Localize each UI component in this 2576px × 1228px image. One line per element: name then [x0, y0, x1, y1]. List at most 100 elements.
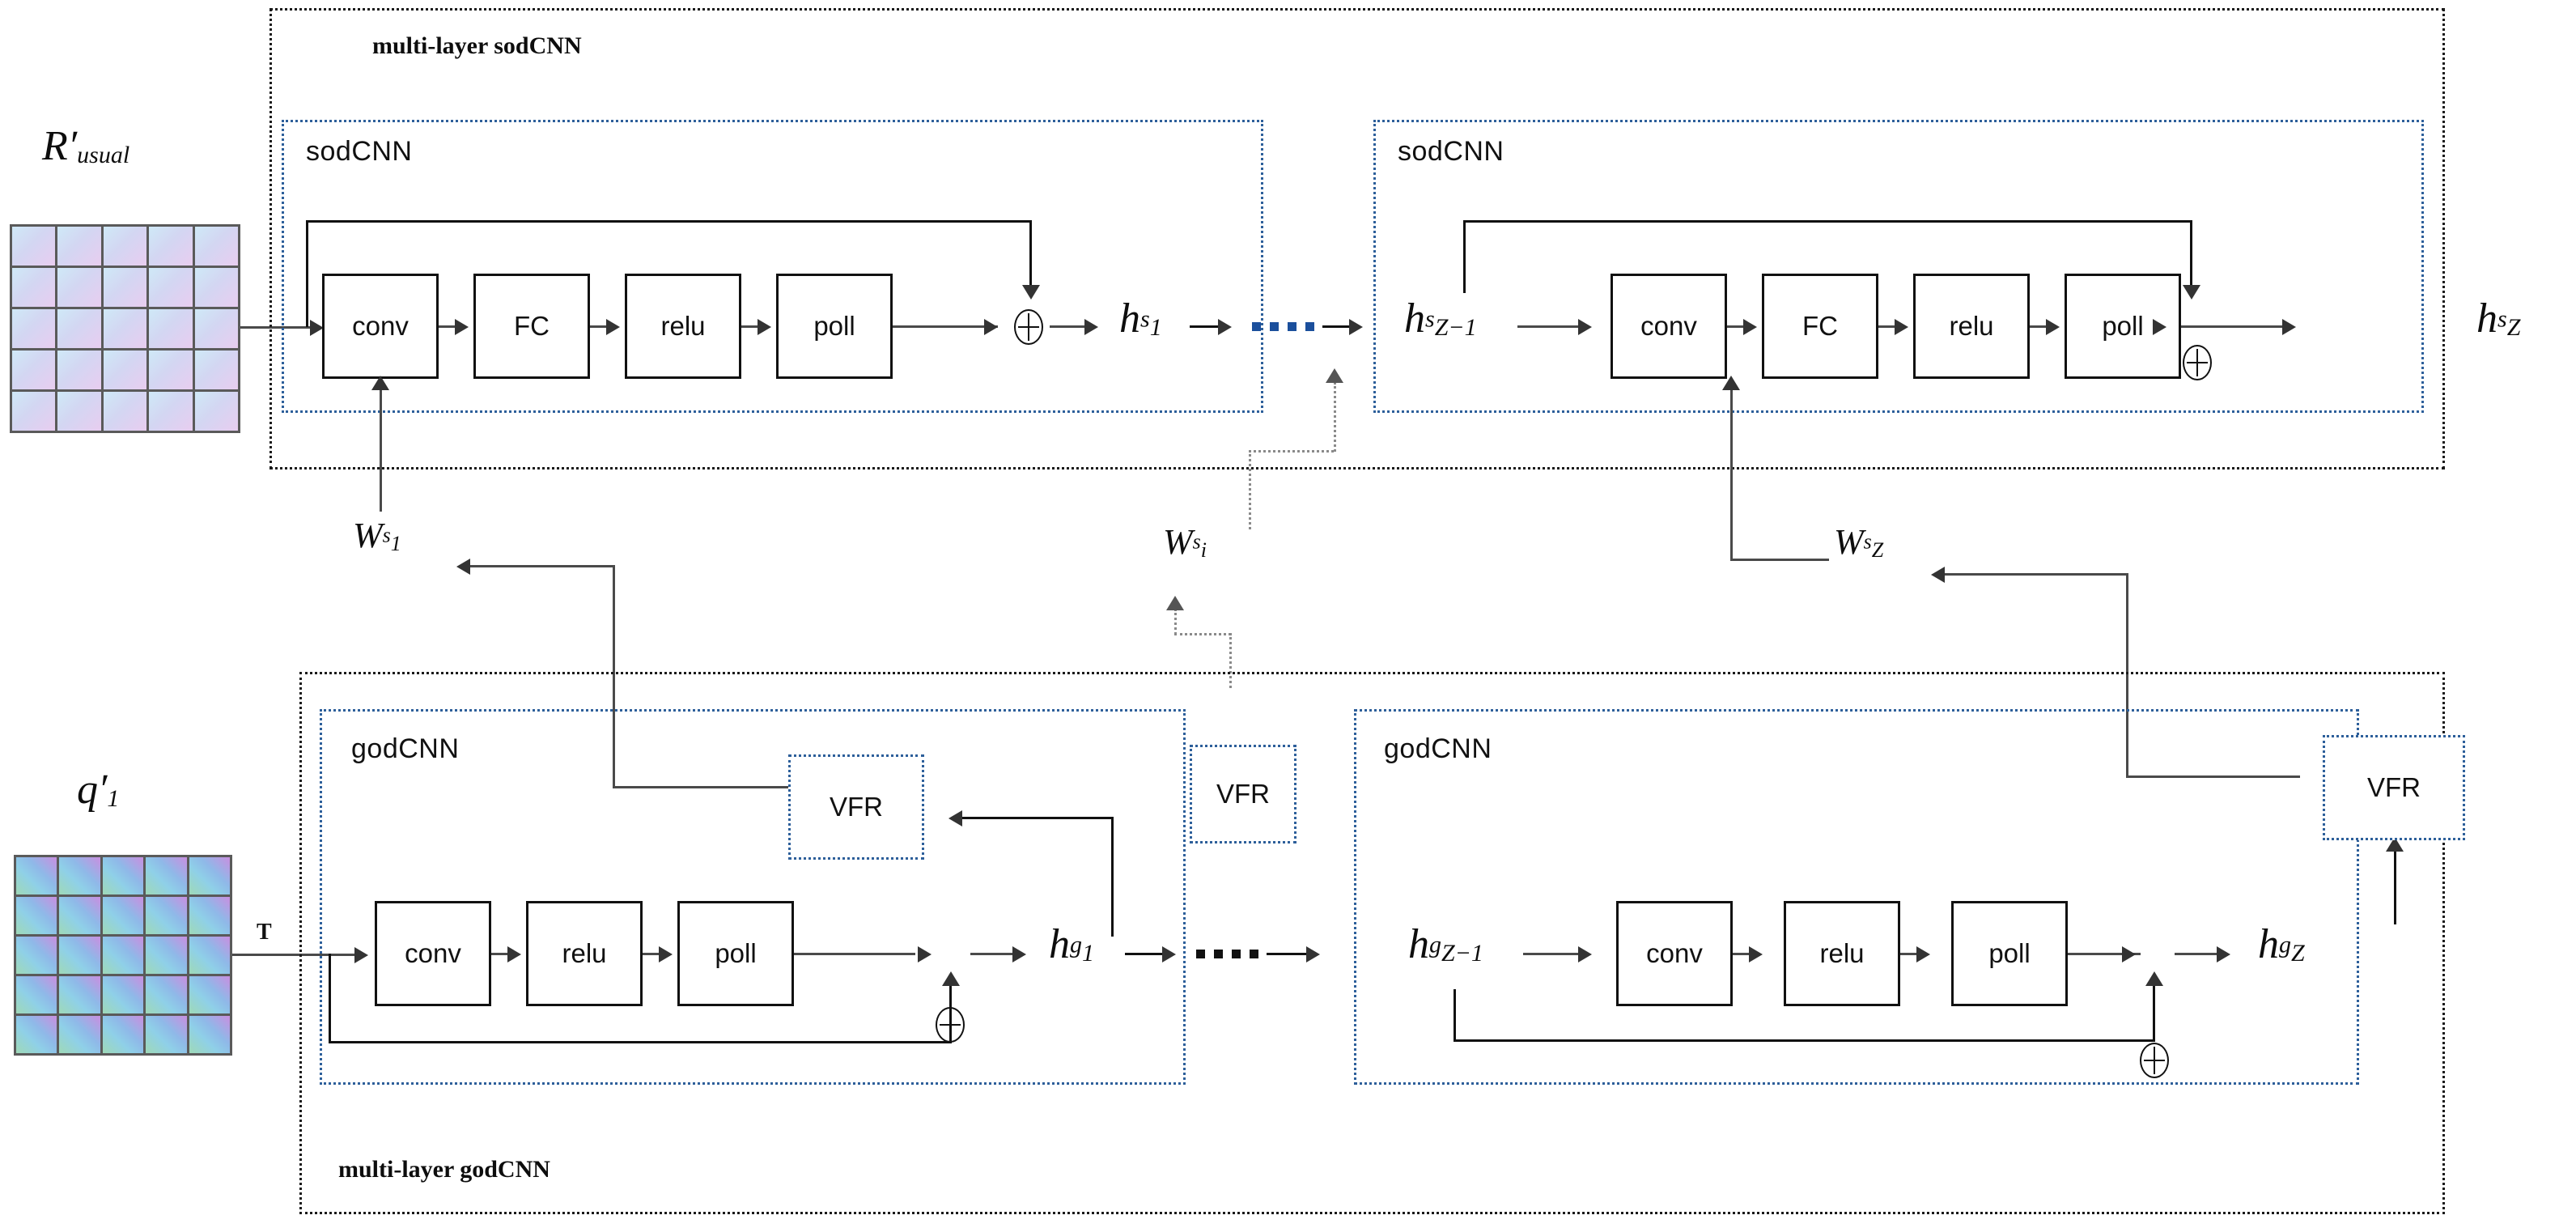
godcnn1-skip-left — [329, 954, 331, 1043]
top-input-symbol: R′usual — [42, 123, 130, 169]
sodcnn-block-z-label: sodCNN — [1398, 136, 1504, 167]
sodcnn-block-1-frame — [282, 120, 1263, 413]
vfr-box-1[interactable]: VFR — [788, 754, 924, 860]
sodcnn1-op-fc-label: FC — [514, 311, 550, 341]
godcnn-block-z-label: godCNN — [1384, 733, 1492, 764]
sodcnnz-output-state: hsZ — [2476, 295, 2521, 342]
sodcnnz-op-relu[interactable]: relu — [1913, 274, 2030, 379]
sodcnnz-op-fc[interactable]: FC — [1762, 274, 1878, 379]
top-edge-ellipsis-hz1 — [1322, 325, 1353, 328]
sodcnnz-edge-fc-relu — [1878, 325, 1898, 328]
godcnn1-edge-poll-sum — [794, 953, 915, 955]
godcnn1-output-state: hg1 — [1049, 921, 1094, 967]
godcnnz-edge-conv-relu — [1733, 953, 1752, 955]
vfrz-to-weightz-hline — [1942, 573, 2128, 576]
top-input-edge — [240, 326, 312, 329]
sodcnn1-arrow-poll-sum — [984, 319, 998, 335]
godcnnz-op-poll[interactable]: poll — [1951, 901, 2068, 1006]
sodcnnz-op-relu-label: relu — [1949, 311, 1994, 341]
multi-layer-sodcnn-label: multi-layer sodCNN — [372, 32, 582, 59]
bottom-input-edge — [232, 954, 359, 956]
sodcnnz-arrow-fc-relu — [1895, 319, 1908, 335]
godcnnz-arrow-relu-poll — [1916, 946, 1930, 962]
multi-layer-godcnn-frame — [299, 672, 2445, 1214]
godcnn1-edge-relu-poll — [643, 953, 662, 955]
godcnn1-op-poll[interactable]: poll — [677, 901, 794, 1006]
godcnn1-sum-oplus-icon — [936, 1007, 965, 1043]
weightz-to-conv-vline — [1730, 389, 1733, 560]
godcnnz-skip-arrowhead — [2145, 971, 2163, 986]
vfrz-to-weightz-arrowhead — [1931, 567, 1945, 583]
sodcnnz-edge-sum-out — [2218, 325, 2287, 328]
godcnn1-arrow-conv-relu — [507, 946, 521, 962]
sodcnnz-sum-oplus-icon — [2183, 345, 2212, 380]
sodcnn1-op-poll-label: poll — [813, 311, 855, 341]
godcnnz-op-relu[interactable]: relu — [1784, 901, 1900, 1006]
godcnn1-op-conv[interactable]: conv — [375, 901, 491, 1006]
godcnnz-skip-left — [1454, 989, 1456, 1041]
godcnn1-arrow-sum-out — [1012, 946, 1026, 962]
sodcnnz-skip-down — [2190, 220, 2192, 287]
vfr-box-z[interactable]: VFR — [2323, 735, 2465, 840]
weight1-to-conv-arrowhead — [371, 376, 389, 390]
sodcnn1-arrow-fc-relu — [606, 319, 620, 335]
weighti-up-vline2 — [1334, 382, 1336, 452]
weight-label-z: WsZ — [1834, 522, 1884, 563]
godcnnz-to-vfr-vline — [2394, 850, 2396, 924]
sodcnnz-skip-left — [1463, 220, 1466, 293]
sodcnn1-arrow-relu-poll — [758, 319, 771, 335]
top-input-arrowhead — [310, 320, 324, 336]
sodcnn1-op-poll[interactable]: poll — [776, 274, 893, 379]
sodcnn1-edge-conv-fc — [439, 325, 458, 328]
vfr-box-middle-label: VFR — [1216, 779, 1270, 809]
godcnnz-edge-relu-poll — [1900, 953, 1920, 955]
bottom-input-symbol: q′1 — [77, 767, 120, 813]
weight-label-i: Wsi — [1163, 522, 1207, 563]
godcnn1-to-vfr-arrowhead — [948, 810, 962, 826]
weightz-to-conv-hline — [1730, 559, 1829, 561]
godcnn1-arrow-relu-poll — [659, 946, 673, 962]
godcnnz-op-conv[interactable]: conv — [1616, 901, 1733, 1006]
godcnn1-skip-arrowhead — [942, 971, 960, 986]
bottom-edge-ellipsis-hz1 — [1267, 953, 1310, 955]
sodcnn1-edge-poll-sum — [893, 325, 998, 328]
top-arrow-h1-ellipsis — [1218, 319, 1232, 335]
multi-layer-sodcnn-frame — [269, 8, 2445, 470]
sodcnnz-op-conv[interactable]: conv — [1611, 274, 1727, 379]
godcnn1-op-conv-label: conv — [405, 938, 461, 968]
top-arrow-ellipsis-hz1 — [1349, 319, 1363, 335]
weighti-up-vline — [1249, 450, 1251, 529]
sodcnnz-arrow-poll-sum — [2153, 319, 2166, 335]
bottom-sequence-ellipsis — [1196, 950, 1258, 958]
godcnn1-edge-conv-relu — [491, 953, 511, 955]
godcnnz-input-state: hgZ−1 — [1408, 921, 1483, 967]
bottom-input-arrowhead — [354, 947, 368, 963]
godcnn1-op-relu[interactable]: relu — [526, 901, 643, 1006]
vfr-box-middle[interactable]: VFR — [1190, 745, 1296, 843]
sodcnn1-op-relu[interactable]: relu — [625, 274, 741, 379]
godcnnz-sum-oplus-icon — [2140, 1043, 2169, 1078]
godcnnz-skip-bottom — [1454, 1039, 2155, 1042]
sodcnnz-arrow-state-conv — [1578, 319, 1592, 335]
sodcnnz-arrow-relu-poll — [2046, 319, 2060, 335]
bottom-arrow-h1-ellipsis — [1162, 946, 1176, 962]
godcnn1-op-poll-label: poll — [715, 938, 757, 968]
sodcnn1-op-conv-label: conv — [352, 311, 409, 341]
vfrmid-to-weighti-vline — [1229, 633, 1232, 688]
godcnnz-arrow-conv-relu — [1749, 946, 1763, 962]
godcnnz-op-relu-label: relu — [1819, 938, 1865, 968]
sodcnn1-edge-fc-relu — [590, 325, 609, 328]
sodcnn1-op-conv[interactable]: conv — [322, 274, 439, 379]
sodcnn1-edge-relu-poll — [741, 325, 761, 328]
sodcnnz-edge-poll-sum — [2181, 325, 2223, 328]
vfrmid-to-weighti-hline — [1174, 633, 1231, 635]
multi-layer-godcnn-label: multi-layer godCNN — [338, 1156, 550, 1183]
sodcnn1-arrow-conv-fc — [455, 319, 469, 335]
top-edge-h1-ellipsis — [1190, 325, 1222, 328]
sodcnnz-skip-arrowhead — [2183, 285, 2200, 300]
vfrmid-to-weighti-vline2 — [1174, 609, 1177, 635]
sodcnn1-op-fc[interactable]: FC — [473, 274, 590, 379]
sodcnn1-arrow-sum-out — [1084, 319, 1098, 335]
godcnn1-to-vfr-hline — [957, 817, 1114, 819]
